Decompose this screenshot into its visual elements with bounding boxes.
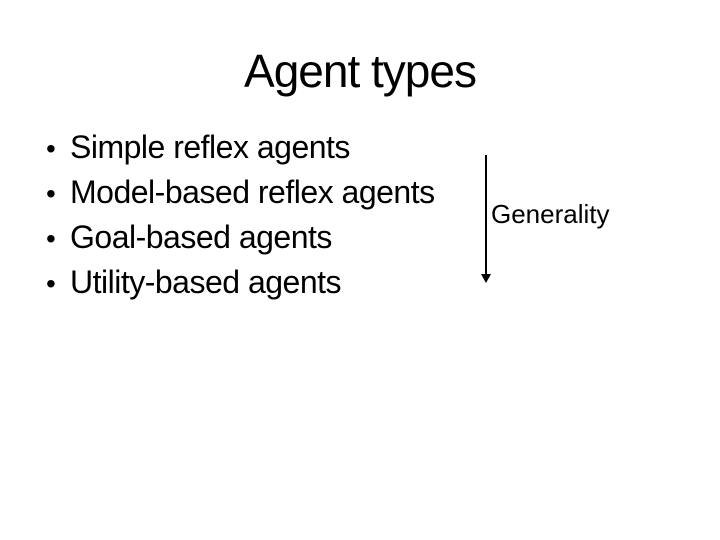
bullet-item: • Utility-based agents — [46, 260, 435, 305]
bullet-text: Goal-based agents — [70, 219, 332, 255]
arrow-head — [481, 274, 491, 283]
bullet-dot: • — [46, 223, 56, 254]
bullet-item: • Model-based reflex agents — [46, 170, 435, 215]
bullet-text: Simple reflex agents — [70, 129, 350, 165]
down-arrow-icon — [481, 155, 492, 283]
arrow-shaft — [485, 155, 487, 276]
bullet-dot: • — [46, 268, 56, 299]
bullet-text: Utility-based agents — [70, 264, 342, 300]
bullet-text: Model-based reflex agents — [70, 174, 435, 210]
bullet-list: • Simple reflex agents • Model-based ref… — [46, 125, 435, 305]
bullet-dot: • — [46, 133, 56, 164]
bullet-item: • Goal-based agents — [46, 215, 435, 260]
slide-title: Agent types — [244, 45, 477, 97]
bullet-dot: • — [46, 178, 56, 209]
bullet-item: • Simple reflex agents — [46, 125, 435, 170]
generality-label: Generality — [491, 199, 610, 229]
